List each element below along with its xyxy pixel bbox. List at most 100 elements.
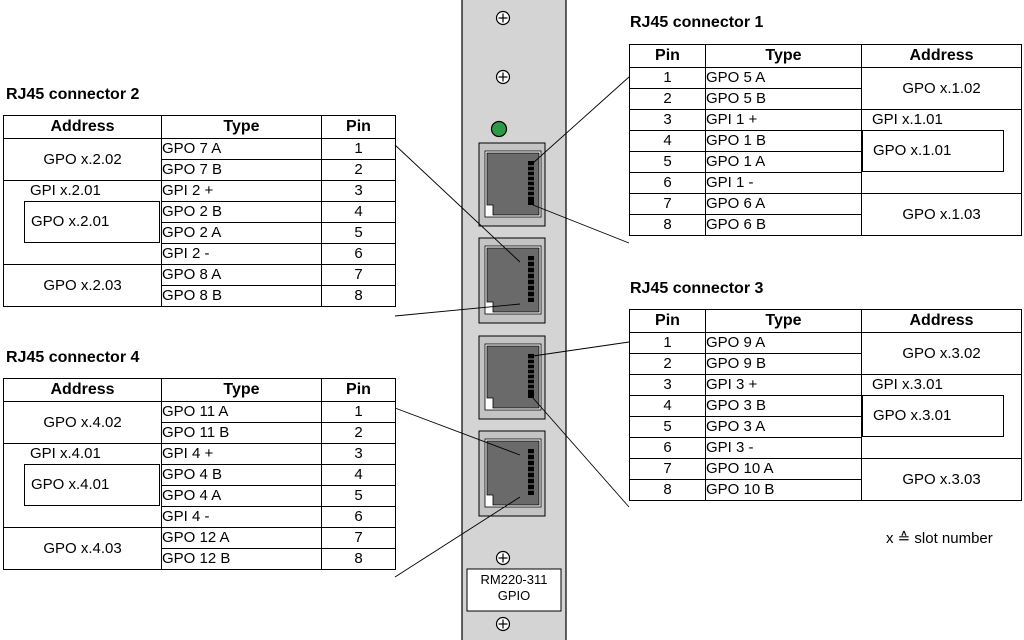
pin-cell: 2 [321, 159, 396, 181]
pin-cell: 8 [321, 548, 396, 570]
address-header: Address [3, 115, 162, 139]
address-cell: GPO x.1.03 [861, 193, 1022, 236]
type-cell: GPO 1 B [705, 130, 862, 152]
rj45-port-icon [478, 430, 546, 517]
type-cell: GPO 4 B [161, 464, 322, 486]
connector1-table: Pin Type Address 1 GPO 5 A GPO x.1.02 2 … [629, 44, 1022, 236]
screw-icon [495, 69, 511, 85]
pin-cell: 8 [629, 214, 706, 236]
gpi-address-cell: GPI x.3.01 GPO x.3.01 [861, 374, 1022, 459]
pin-header: Pin [321, 115, 396, 139]
pin-header: Pin [629, 309, 706, 333]
type-cell: GPO 7 A [161, 138, 322, 160]
type-cell: GPO 11 A [161, 401, 322, 423]
address-cell: GPO x.3.02 [861, 332, 1022, 375]
address-cell: GPO x.2.03 [3, 264, 162, 307]
pin-cell: 5 [629, 416, 706, 438]
type-cell: GPI 1 + [705, 109, 862, 131]
type-cell: GPI 3 - [705, 437, 862, 459]
pin-cell: 5 [321, 222, 396, 244]
gpi-address-cell: GPI x.2.01 GPO x.2.01 [3, 180, 162, 265]
pin-cell: 4 [629, 130, 706, 152]
slot-number-note: x ≙ slot number [886, 530, 993, 547]
pin-cell: 1 [629, 67, 706, 89]
type-cell: GPI 2 + [161, 180, 322, 202]
pin-cell: 5 [321, 485, 396, 507]
address-header: Address [861, 44, 1022, 68]
type-cell: GPO 5 B [705, 88, 862, 110]
connector4-table: Address Type Pin GPO x.4.02 GPO 11 A 1 G… [3, 378, 396, 570]
address-header: Address [3, 378, 162, 402]
pin-cell: 3 [321, 180, 396, 202]
type-cell: GPO 10 A [705, 458, 862, 480]
type-cell: GPI 4 + [161, 443, 322, 465]
screw-icon [495, 550, 511, 566]
connector3-title: RJ45 connector 3 [630, 280, 764, 297]
gpo-address-box: GPO x.3.01 [862, 395, 1004, 437]
panel-name: GPIO [497, 588, 531, 603]
type-cell: GPO 2 B [161, 201, 322, 223]
type-cell: GPO 10 B [705, 479, 862, 501]
type-cell: GPI 1 - [705, 172, 862, 194]
type-header: Type [161, 115, 322, 139]
pin-cell: 3 [629, 109, 706, 131]
pin-cell: 2 [629, 353, 706, 375]
type-cell: GPO 4 A [161, 485, 322, 507]
connector3-table: Pin Type Address 1 GPO 9 A GPO x.3.02 2 … [629, 309, 1022, 501]
panel-label: RM220-311 GPIO [468, 572, 560, 604]
connector4-title: RJ45 connector 4 [6, 349, 140, 366]
type-cell: GPI 2 - [161, 243, 322, 265]
pin-cell: 7 [321, 527, 396, 549]
type-cell: GPI 3 + [705, 374, 862, 396]
pin-cell: 4 [321, 464, 396, 486]
gpi-address-cell: GPI x.4.01 GPO x.4.01 [3, 443, 162, 528]
connector2-title: RJ45 connector 2 [6, 86, 140, 103]
pin-cell: 6 [321, 243, 396, 265]
address-cell: GPO x.4.02 [3, 401, 162, 444]
type-cell: GPO 9 A [705, 332, 862, 354]
connector1-title: RJ45 connector 1 [630, 14, 764, 31]
type-cell: GPO 9 B [705, 353, 862, 375]
pin-cell: 3 [629, 374, 706, 396]
pin-header: Pin [629, 44, 706, 68]
pin-cell: 2 [629, 88, 706, 110]
pin-cell: 6 [321, 506, 396, 528]
pin-cell: 7 [321, 264, 396, 286]
screw-icon [495, 10, 511, 26]
type-cell: GPI 4 - [161, 506, 322, 528]
type-cell: GPO 3 B [705, 395, 862, 417]
address-cell: GPO x.3.03 [861, 458, 1022, 501]
pin-cell: 7 [629, 458, 706, 480]
gpi-address: GPI x.1.01 [872, 111, 943, 128]
type-cell: GPO 2 A [161, 222, 322, 244]
type-cell: GPO 8 B [161, 285, 322, 307]
gpi-address: GPI x.4.01 [30, 445, 101, 462]
type-cell: GPO 12 A [161, 527, 322, 549]
pin-cell: 8 [321, 285, 396, 307]
rj45-port-icon [478, 335, 546, 420]
type-cell: GPO 6 B [705, 214, 862, 236]
type-cell: GPO 1 A [705, 151, 862, 173]
pin-cell: 1 [321, 138, 396, 160]
pin-cell: 6 [629, 172, 706, 194]
address-cell: GPO x.1.02 [861, 67, 1022, 110]
type-cell: GPO 5 A [705, 67, 862, 89]
type-header: Type [705, 309, 862, 333]
type-cell: GPO 11 B [161, 422, 322, 444]
gpi-address: GPI x.3.01 [872, 376, 943, 393]
address-cell: GPO x.4.03 [3, 527, 162, 570]
type-cell: GPO 3 A [705, 416, 862, 438]
pin-cell: 1 [321, 401, 396, 423]
type-cell: GPO 6 A [705, 193, 862, 215]
panel-model: RM220-311 [480, 572, 548, 587]
gpi-address: GPI x.2.01 [30, 182, 101, 199]
type-header: Type [705, 44, 862, 68]
type-cell: GPO 12 B [161, 548, 322, 570]
connector2-table: Address Type Pin GPO x.2.02 GPO 7 A 1 GP… [3, 115, 396, 307]
screw-icon [495, 616, 511, 632]
rj45-port-icon [478, 142, 546, 227]
pin-cell: 8 [629, 479, 706, 501]
type-cell: GPO 8 A [161, 264, 322, 286]
gpo-address-box: GPO x.2.01 [24, 201, 160, 243]
type-header: Type [161, 378, 322, 402]
